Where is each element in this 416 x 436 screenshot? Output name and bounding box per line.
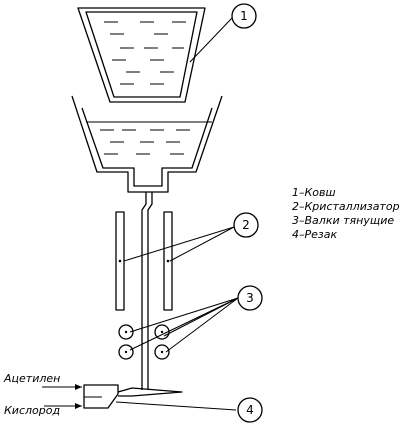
callout-number-4: 4 (246, 403, 254, 417)
legend-item-4: 4–Резак (292, 228, 337, 241)
crystallizer-plate-right (163, 211, 173, 311)
callout-circle-2 (233, 212, 259, 238)
callout-circle-3 (237, 285, 263, 311)
roll-right-top (154, 324, 170, 340)
cutter-body (83, 384, 119, 409)
roll-left-top (118, 324, 134, 340)
tundish (71, 95, 223, 193)
cutter-flame (117, 387, 183, 397)
legend: 1–Ковш 2–Кристаллизатор 3–Валки тянущие … (292, 186, 400, 241)
ladle-outer (77, 7, 206, 103)
roll-right-bottom (154, 344, 170, 360)
tundish-liquid-dashes (100, 129, 190, 155)
callout-number-2: 2 (242, 218, 250, 232)
ladle-liquid-dashes (104, 21, 186, 85)
oxygen-label: Кислород (4, 404, 60, 417)
acetylene-label: Ацетилен (3, 372, 60, 385)
legend-item-3: 3–Валки тянущие (292, 214, 394, 227)
tundish-inner (81, 107, 213, 187)
callout-circle-1 (231, 3, 257, 29)
callout-number-3: 3 (246, 291, 254, 305)
pulling-rolls (118, 324, 170, 360)
strand (141, 192, 153, 390)
roll-left-bottom (118, 344, 134, 360)
ladle-inner (85, 11, 198, 98)
callout-circle-4 (237, 397, 263, 423)
leader-lines (115, 17, 239, 411)
legend-item-1: 1–Ковш (292, 186, 336, 199)
ladle (77, 7, 206, 103)
gas-arrows (42, 384, 82, 409)
tundish-outer (71, 95, 223, 193)
callout-number-1: 1 (240, 9, 248, 23)
cutter (83, 384, 183, 409)
legend-item-2: 2–Кристаллизатор (292, 200, 400, 213)
